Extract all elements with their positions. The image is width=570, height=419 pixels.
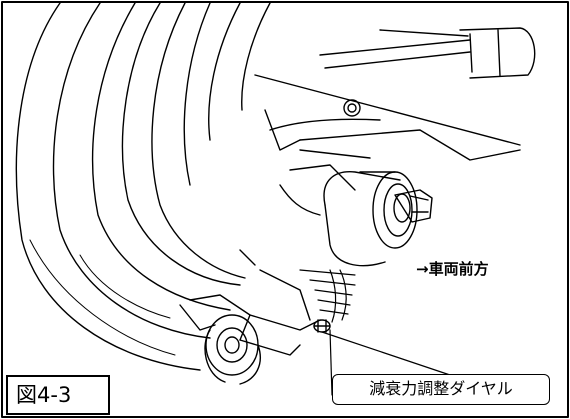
shock-absorber	[323, 171, 433, 267]
callout-leader	[329, 329, 333, 396]
tire-arcs	[15, 2, 271, 371]
lower-bushing	[204, 314, 261, 385]
figure-number-label: 図4-3	[6, 375, 110, 415]
tie-rod	[319, 27, 536, 79]
lower-arm	[179, 249, 321, 356]
damping-dial-callout: 減衰力調整ダイヤル	[332, 374, 550, 405]
upper-arm	[254, 74, 521, 216]
vehicle-front-direction-label: →車両前方	[416, 260, 489, 278]
damping-dial	[313, 319, 331, 333]
spring-coils	[299, 269, 356, 323]
callout-leader-line	[321, 331, 451, 376]
